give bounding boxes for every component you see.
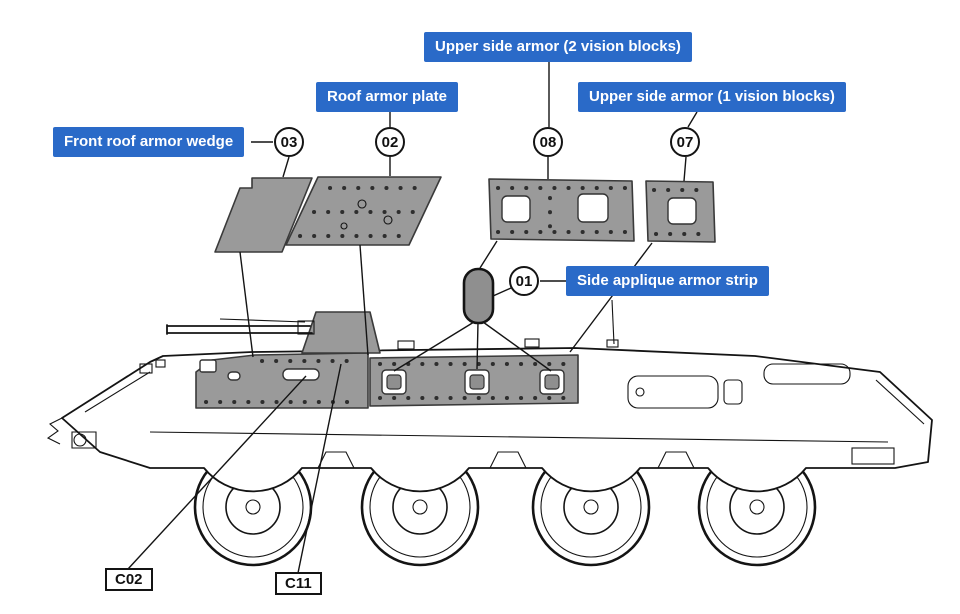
armor-plate-1-vision-block xyxy=(645,180,716,243)
part-number-03: 03 xyxy=(274,127,304,157)
hull-armor-strip xyxy=(369,354,579,407)
armor-plate-roof xyxy=(285,176,442,246)
turret xyxy=(301,311,381,354)
part-number-01: 01 xyxy=(509,266,539,296)
label-upper-side-armor-1: Upper side armor (1 vision blocks) xyxy=(578,82,846,112)
exhaust-muffler xyxy=(763,363,851,385)
label-upper-side-armor-2: Upper side armor (2 vision blocks) xyxy=(424,32,692,62)
rear-deck-details xyxy=(397,299,895,465)
periscope-oval xyxy=(462,267,495,325)
armor-plate-2-vision-blocks xyxy=(488,178,635,242)
armor-plate-wedge xyxy=(214,177,313,253)
nose-details xyxy=(46,359,166,449)
hull-armor-front xyxy=(195,311,381,409)
label-side-applique-armor-strip: Side applique armor strip xyxy=(566,266,769,296)
vision-block-1 xyxy=(381,369,407,395)
part-number-07: 07 xyxy=(670,127,700,157)
antenna xyxy=(611,299,615,345)
grab-handle xyxy=(282,368,320,381)
vision-block-3 xyxy=(539,369,565,395)
part-code-c11: C11 xyxy=(275,572,322,595)
vision-block-2 xyxy=(464,369,490,395)
part-number-02: 02 xyxy=(375,127,405,157)
label-roof-armor-plate: Roof armor plate xyxy=(316,82,459,112)
gun-barrel xyxy=(166,318,315,335)
part-number-08: 08 xyxy=(533,127,563,157)
connector-lines xyxy=(127,62,698,574)
label-front-roof-armor-wedge: Front roof armor wedge xyxy=(53,127,245,157)
part-code-c02: C02 xyxy=(105,568,153,591)
